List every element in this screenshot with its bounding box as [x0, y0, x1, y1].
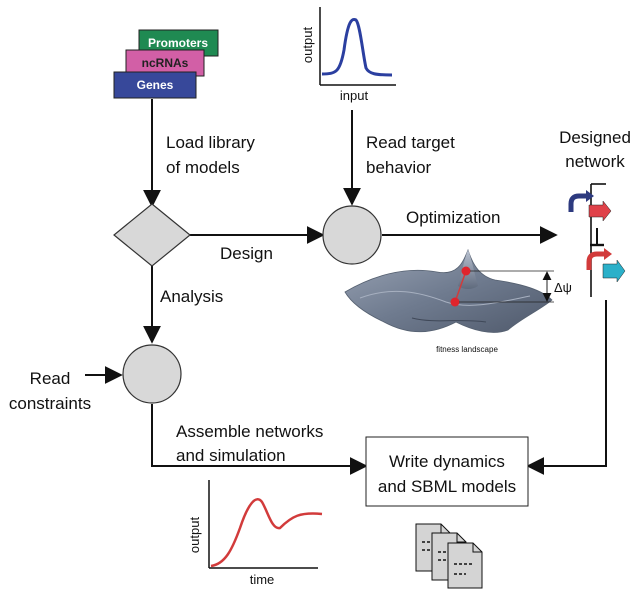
designed-network-label-line2: network [565, 152, 625, 171]
load-library-label-line2: of models [166, 158, 240, 177]
gene-icon [602, 259, 626, 283]
document-icon [447, 542, 483, 589]
load-library-label-line1: Load library [166, 133, 255, 152]
read-constraints-label-line1: Read [30, 369, 71, 388]
designed-network-glyph [568, 183, 626, 297]
landscape-ridge [359, 290, 531, 306]
optimization-label: Optimization [406, 208, 500, 227]
write-models-line2: and SBML models [378, 477, 516, 496]
time-plot-xlabel: time [250, 572, 275, 587]
fitness-path [454, 270, 467, 303]
target-behavior-plot: input output [300, 7, 396, 103]
fitness-landscape: Δψ fitness landscape [344, 248, 572, 354]
genes-tag-label: Genes [137, 78, 174, 92]
assemble-label-line2: and simulation [176, 446, 286, 465]
read-constraints-label-line2: constraints [9, 394, 91, 413]
time-course-curve [210, 498, 323, 568]
gene-icon [588, 200, 612, 222]
library-decision-node [113, 203, 191, 267]
fitness-landscape-label: fitness landscape [436, 345, 498, 354]
landscape-valley [411, 317, 487, 323]
read-target-label-line2: behavior [366, 158, 432, 177]
promoters-tag-label: Promoters [148, 36, 208, 50]
promoter-arrowhead-icon [604, 248, 612, 260]
promoter-arrowhead-icon [586, 190, 594, 202]
target-node [322, 205, 382, 265]
target-plot-xlabel: input [340, 88, 369, 103]
read-target-label-line1: Read target [366, 133, 455, 152]
designed-network-label-line1: Designed [559, 128, 631, 147]
write-models-box [365, 436, 529, 507]
landscape-surface [344, 248, 553, 333]
sbml-files-icon [415, 523, 483, 589]
library-stack: Promoters ncRNAs Genes [113, 29, 219, 99]
fitness-start-point [461, 266, 471, 276]
target-plot-ylabel: output [300, 27, 315, 64]
time-plot-ylabel: output [187, 517, 202, 554]
target-behavior-curve [321, 17, 393, 77]
ncrnas-tag-label: ncRNAs [142, 56, 189, 70]
genes-tag-box [113, 71, 197, 99]
design-label: Design [220, 244, 273, 263]
analysis-node [122, 344, 182, 404]
promoter-icon [586, 251, 604, 270]
write-models-line1: Write dynamics [389, 452, 505, 471]
delta-psi-label: Δψ [554, 280, 572, 295]
genes-tag: Genes [113, 71, 197, 99]
promoter-icon [568, 193, 586, 212]
time-course-plot: time output [187, 480, 323, 587]
network-to-write-arrow [526, 300, 607, 475]
assemble-label-line1: Assemble networks [176, 422, 323, 441]
assemble-arrow [151, 404, 368, 475]
analysis-label: Analysis [160, 287, 223, 306]
fitness-end-point [450, 297, 460, 307]
